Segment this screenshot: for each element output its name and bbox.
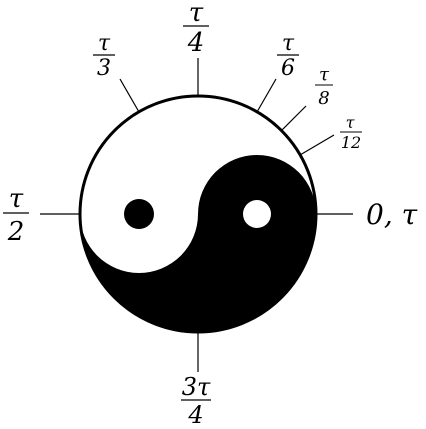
label-tau-3-den: 3 — [97, 56, 111, 81]
tick-tau-6 — [256, 78, 277, 113]
dark-dot — [124, 199, 154, 229]
light-dot — [243, 200, 271, 228]
angle-labels: 0, τ τ 12 τ 8 τ 6 τ 4 τ 3 — [3, 0, 418, 429]
tick-tau-3 — [119, 78, 140, 113]
yin-yang-symbol — [78, 94, 318, 334]
label-zero: 0, τ — [366, 198, 418, 231]
label-tau-8: τ 8 — [315, 64, 333, 109]
label-tau-6-num: τ — [282, 31, 295, 56]
label-tau-6: τ 6 — [277, 31, 299, 81]
tick-tau-8 — [280, 105, 307, 132]
label-tau-3: τ 3 — [93, 31, 115, 81]
tick-tau-12 — [299, 134, 335, 156]
label-tau-4-num: τ — [189, 0, 204, 28]
label-3tau-4-num: 3τ — [182, 373, 211, 401]
label-tau-12-num: τ — [346, 113, 356, 132]
label-tau-6-den: 6 — [281, 56, 295, 81]
label-tau-2-num: τ — [9, 184, 24, 214]
label-tau-8-num: τ — [319, 64, 330, 85]
label-tau-4-den: 4 — [187, 28, 205, 58]
label-tau-12-den: 12 — [341, 133, 361, 152]
label-tau-12: τ 12 — [340, 113, 362, 152]
label-tau-8-den: 8 — [318, 88, 329, 109]
label-3tau-4-den: 4 — [187, 401, 203, 429]
tick-marks — [40, 58, 353, 372]
label-3tau-4: 3τ 4 — [181, 373, 211, 429]
label-tau-4: τ 4 — [183, 0, 209, 58]
label-tau-3-num: τ — [98, 31, 111, 56]
label-tau-2: τ 2 — [3, 184, 29, 247]
yin-yang-dark-region — [80, 155, 316, 332]
label-tau-2-den: 2 — [7, 217, 25, 247]
